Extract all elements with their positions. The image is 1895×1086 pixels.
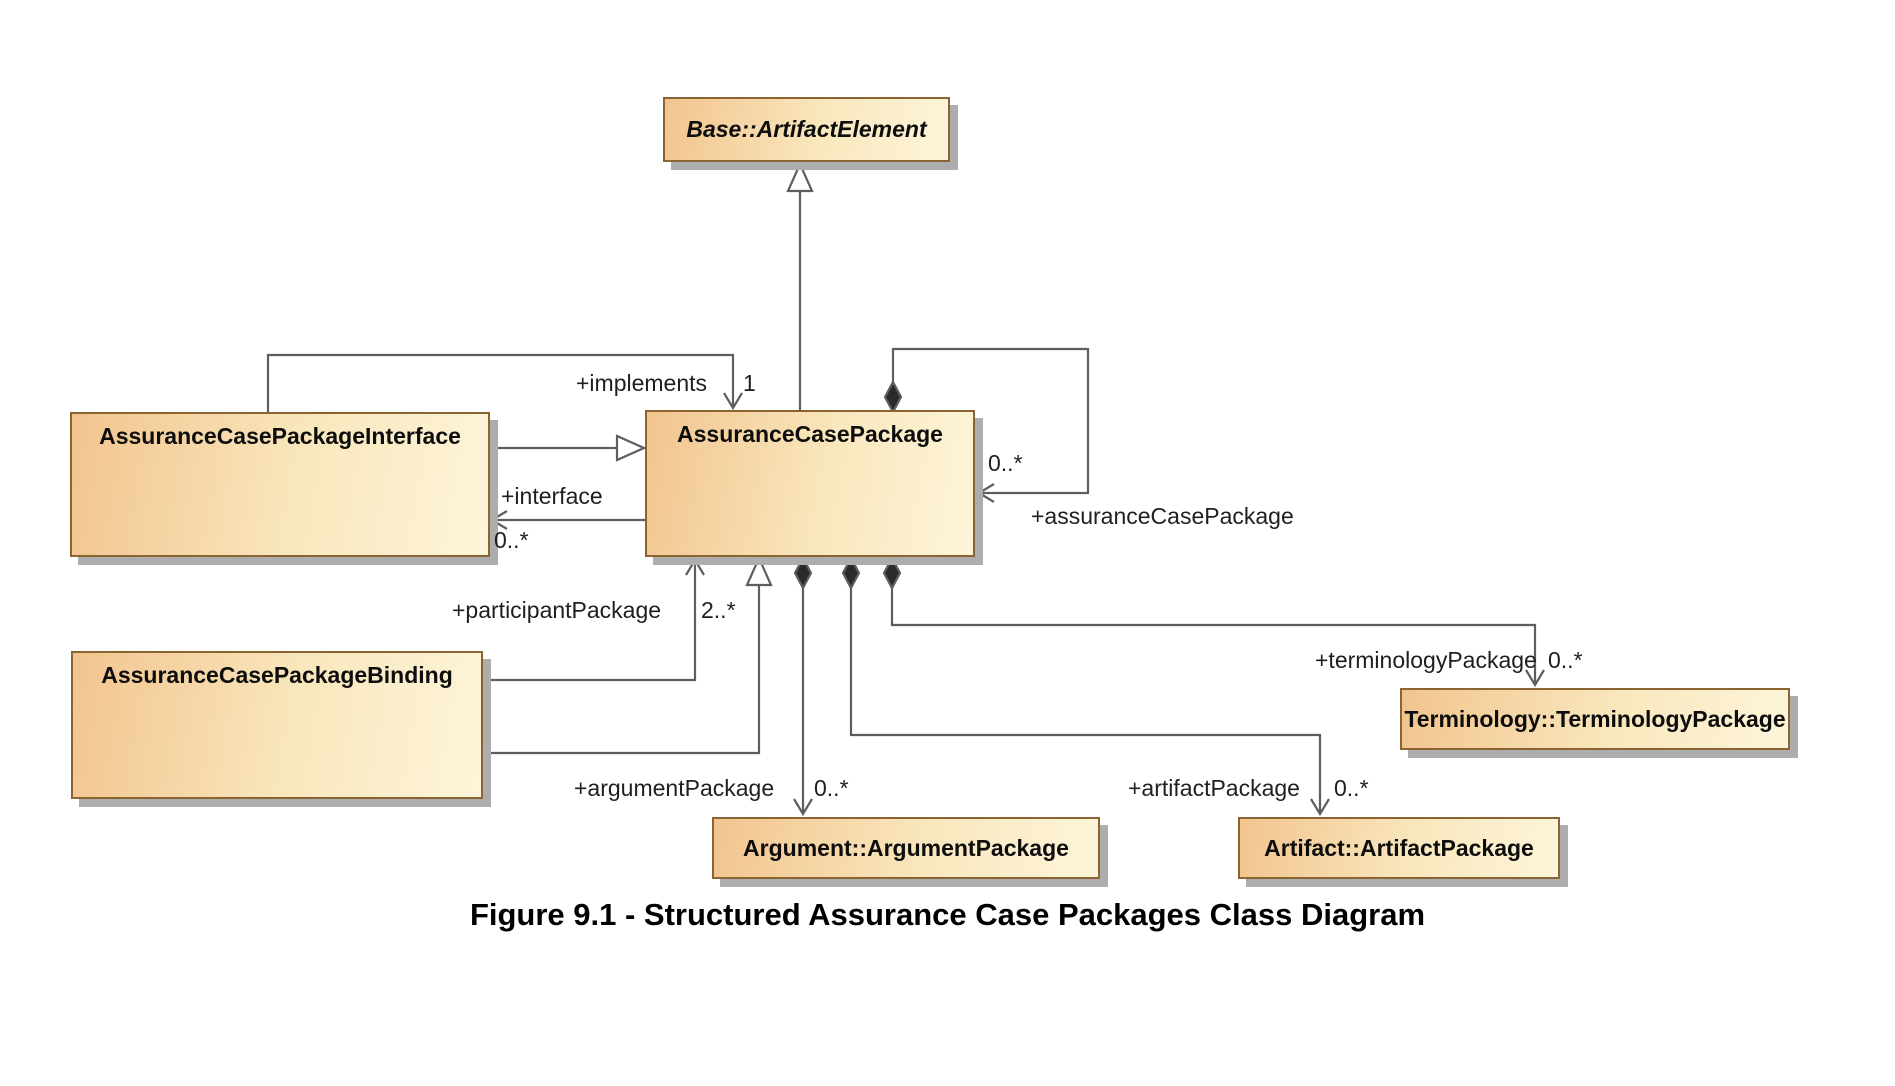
class-box-assurance-case-package-binding: AssuranceCasePackageBinding <box>71 651 483 799</box>
generalization-triangle-icon <box>615 434 647 462</box>
composition-diamond-icon <box>882 555 902 591</box>
multiplicity-terminology-package: 0..* <box>1548 647 1583 673</box>
open-arrow-down-icon <box>723 392 743 411</box>
open-arrow-up-icon <box>685 557 705 576</box>
role-label-artifact-package: +artifactPackage <box>1128 775 1300 801</box>
multiplicity-interface: 0..* <box>494 527 529 553</box>
class-name: Argument::ArgumentPackage <box>743 834 1069 861</box>
class-box-argument-package: Argument::ArgumentPackage <box>712 817 1100 879</box>
generalization-triangle-icon <box>745 555 773 587</box>
open-arrow-down-icon <box>1310 798 1330 817</box>
class-box-terminology-package: Terminology::TerminologyPackage <box>1400 688 1790 750</box>
class-name: AssuranceCasePackageBinding <box>101 662 453 688</box>
open-arrow-down-icon <box>793 798 813 817</box>
multiplicity-implements: 1 <box>743 370 756 396</box>
class-box-assurance-case-package: AssuranceCasePackage <box>645 410 975 557</box>
role-label-implements: +implements <box>576 370 708 396</box>
class-name: AssuranceCasePackageInterface <box>99 423 461 449</box>
class-name: Base::ArtifactElement <box>686 116 927 142</box>
class-name: Artifact::ArtifactPackage <box>1264 834 1534 861</box>
class-name: Terminology::TerminologyPackage <box>1404 705 1786 732</box>
class-box-artifact-package: Artifact::ArtifactPackage <box>1238 817 1560 879</box>
role-label-participant-package: +participantPackage <box>452 597 662 623</box>
open-arrow-left-icon <box>976 483 995 503</box>
composition-argument-package <box>793 555 813 817</box>
role-label-assurance-case-package: +assuranceCasePackage <box>1031 503 1294 529</box>
composition-diamond-icon <box>841 555 861 591</box>
role-label-argument-package: +argumentPackage <box>574 775 775 801</box>
class-name: AssuranceCasePackage <box>677 421 943 447</box>
role-label-interface: +interface <box>501 483 603 509</box>
multiplicity-self-association: 0..* <box>988 450 1023 476</box>
composition-diamond-icon <box>793 555 813 591</box>
multiplicity-artifact-package: 0..* <box>1334 775 1369 801</box>
figure-caption: Figure 9.1 - Structured Assurance Case P… <box>469 897 1426 932</box>
generalization-triangle-icon <box>786 161 814 193</box>
class-box-base-artifact-element: Base::ArtifactElement <box>663 97 950 162</box>
class-box-assurance-case-package-interface: AssuranceCasePackageInterface <box>70 412 490 557</box>
multiplicity-argument-package: 0..* <box>814 775 849 801</box>
generalization-binding-to-package <box>483 555 773 755</box>
multiplicity-participant-package: 2..* <box>701 597 736 623</box>
role-label-terminology-package: +terminologyPackage <box>1315 647 1537 673</box>
generalization-package-to-base <box>786 161 814 410</box>
generalization-interface-to-package <box>490 434 647 462</box>
composition-diamond-icon <box>883 379 903 415</box>
